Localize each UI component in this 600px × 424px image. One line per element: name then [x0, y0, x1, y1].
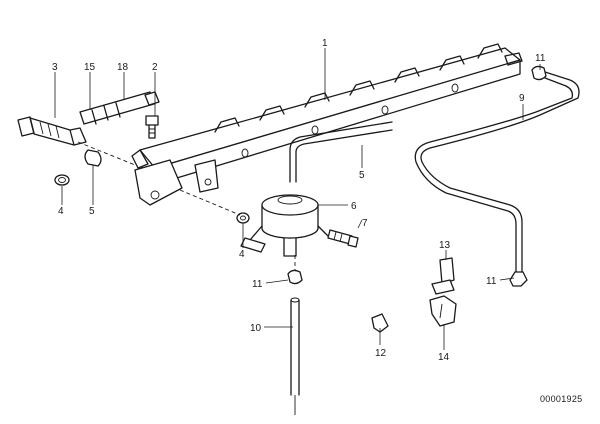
- feed-tube: [290, 297, 300, 415]
- callout-5-left: 5: [89, 206, 95, 217]
- seal-ring: [54, 174, 70, 186]
- injector-connector: [79, 91, 160, 125]
- callout-labels: 1 2 3 15 18 4 5 4 5 6 7 9 11 11 11 10 12…: [52, 38, 546, 363]
- callout-9: 9: [519, 93, 525, 104]
- callout-18: 18: [117, 62, 129, 73]
- callout-15: 15: [84, 62, 96, 73]
- callout-10: 10: [250, 323, 262, 334]
- hose-clamp: [287, 269, 303, 285]
- bracket: [431, 257, 455, 295]
- hose-clamp: [531, 65, 547, 81]
- callout-4-right: 4: [239, 249, 245, 260]
- callout-12: 12: [375, 348, 387, 359]
- callout-13: 13: [439, 240, 451, 251]
- callout-1: 1: [322, 38, 328, 49]
- diagram-reference-number: 00001925: [540, 394, 582, 404]
- fuel-rail: [131, 43, 523, 206]
- retaining-clip: [84, 149, 102, 167]
- callout-3: 3: [52, 62, 58, 73]
- washer: [236, 212, 250, 224]
- clip: [371, 313, 389, 333]
- fuel-hose: [289, 121, 393, 183]
- callout-11-top: 11: [535, 53, 546, 64]
- fuel-injector: [17, 116, 87, 146]
- callout-6: 6: [351, 201, 357, 212]
- callout-5-right: 5: [359, 170, 365, 181]
- leader-lines: [54, 48, 541, 350]
- clamp: [429, 295, 457, 327]
- callout-2: 2: [152, 62, 158, 73]
- return-line: [414, 71, 580, 287]
- callout-4-left: 4: [58, 206, 64, 217]
- callout-14: 14: [438, 352, 450, 363]
- pressure-regulator: [240, 194, 331, 257]
- callout-11-right: 11: [486, 276, 497, 287]
- callout-11-mid: 11: [252, 279, 263, 290]
- callout-7: 7: [362, 218, 368, 229]
- mounting-bolt: [327, 229, 359, 248]
- bolt: [145, 115, 159, 139]
